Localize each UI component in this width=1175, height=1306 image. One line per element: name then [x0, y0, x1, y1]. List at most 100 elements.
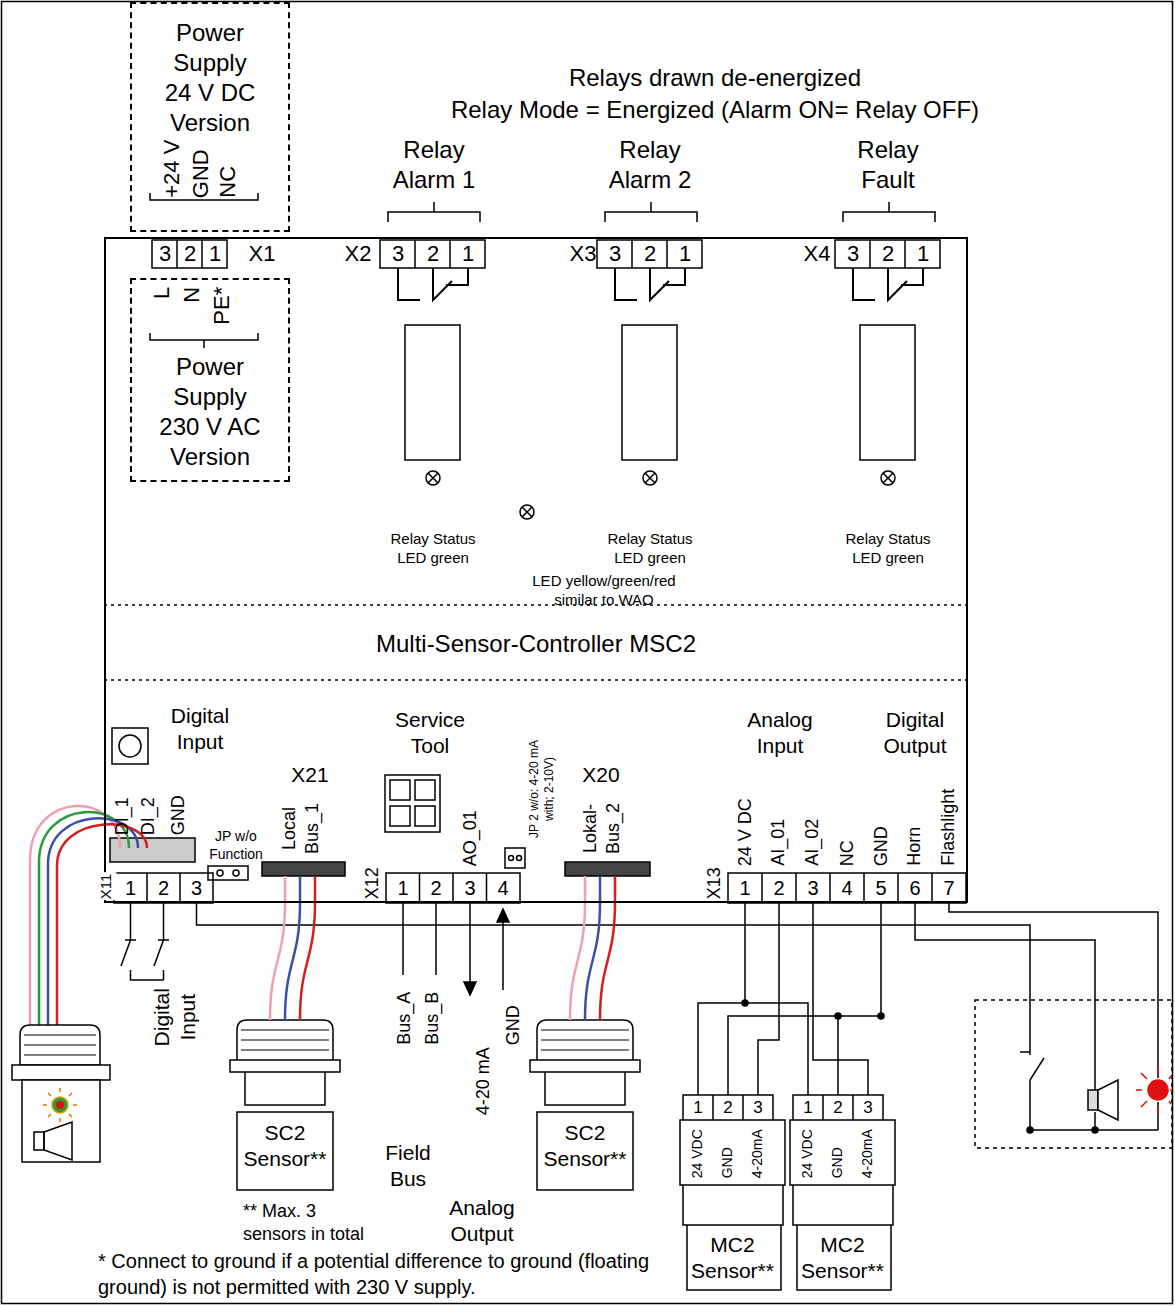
diagram-label: 3 [159, 240, 171, 268]
diagram-label: AI_01 [768, 819, 791, 866]
diagram-label: X11 [98, 872, 117, 900]
sensor-cable [270, 902, 315, 1020]
diagram-label: 2 [882, 240, 894, 268]
diagram-label: Digital Input [150, 703, 250, 756]
diagram-label: 3 [464, 876, 475, 901]
diagram-label: 1 [462, 240, 474, 268]
power-terminals [150, 193, 258, 348]
diagram-label: NC [214, 166, 242, 198]
diagram-label: Relays drawn de-energized [569, 63, 861, 93]
diagram-label: 1 [397, 876, 408, 901]
diagram-label: 1 [917, 240, 929, 268]
sensor-box: MC2 Sensor** [790, 1095, 895, 1290]
diagram-label: PE* [208, 287, 236, 325]
diagram-label: 1 [739, 876, 750, 901]
sensor-box: SC2 Sensor** [237, 1020, 333, 1190]
diagram-label: 3 [609, 240, 621, 268]
sensor-cable [813, 902, 868, 1095]
diagram-label: X12 [361, 866, 384, 900]
diagram-label: GND [502, 1005, 525, 1045]
diagram-label: X4 [804, 240, 831, 268]
diagram-label: JP 2 w/o: 4-20 mA with; 2-10V) [527, 735, 557, 843]
diagram-label: X1 [249, 240, 276, 268]
diagram-label: 3 [847, 240, 859, 268]
section-divider [104, 605, 968, 680]
diagram-label: 2 [430, 876, 441, 901]
wire [600, 902, 615, 1020]
diagram-label: AO_01 [459, 810, 482, 866]
diagram-label: Relay Fault [843, 135, 933, 195]
diagram-label: X20 [582, 762, 619, 788]
cable-stubs [285, 876, 615, 903]
diagram-label: 3 [191, 876, 202, 901]
node-text: MC2 Sensor** [687, 1232, 779, 1285]
sensor-box: MC2 Sensor** [680, 1095, 785, 1290]
diagram-label: N [178, 287, 206, 303]
diagram-label: Bus_A [394, 992, 417, 1045]
diagram-label: GND [870, 826, 893, 866]
sensor-box: SC2 Sensor** [537, 1020, 633, 1190]
bottom-connectors [110, 728, 966, 903]
diagram-label: 7 [943, 876, 954, 901]
diagram-label: L [148, 287, 176, 299]
diagram-label: 4-20 mA [472, 1047, 495, 1115]
node-text: SC2 Sensor** [539, 1120, 631, 1173]
diagram-label: 1 [125, 876, 136, 901]
diagram-label: 1 [679, 240, 691, 268]
diagram-label: NC [836, 840, 859, 866]
diagram-label: Analog Output [437, 1195, 527, 1248]
diagram-label: 2 [833, 1097, 842, 1118]
diagram-label: 1 [693, 1097, 702, 1118]
diagram-label: +24 V [158, 140, 186, 198]
diagram-label: Relay Alarm 1 [389, 135, 479, 195]
diagram-label: Local Bus_1 [278, 798, 323, 858]
diagram-label: 2 [158, 876, 169, 901]
diagram-label: 1 [803, 1097, 812, 1118]
diagram-label: 3 [392, 240, 404, 268]
wire [285, 902, 300, 1020]
diagram-label: Bus_B [422, 992, 445, 1045]
diagram-label: Field Bus [378, 1140, 438, 1193]
horn-beacon [12, 806, 147, 1162]
wire [585, 902, 600, 1020]
diagram-label: X21 [291, 762, 328, 788]
diagram-label: DI_2 [137, 797, 160, 835]
diagram-label: 4 [841, 876, 852, 901]
diagram-label: GND [167, 795, 190, 835]
diagram-label: 2 [427, 240, 439, 268]
diagram-label: X2 [345, 240, 372, 268]
diagram-label: Relay Status LED green [383, 530, 483, 568]
diagram-label: Relay Status LED green [838, 530, 938, 568]
diagram-label: Service Tool [390, 707, 470, 760]
node-text: Power Supply 230 V AC Version [155, 352, 265, 472]
diagram-label: X13 [703, 866, 726, 900]
diagram-label: 2 [723, 1097, 732, 1118]
diagram-label: 2 [184, 240, 196, 268]
node-text: Multi-Sensor-Controller MSC2 [276, 629, 796, 659]
node-text: MC2 Sensor** [797, 1232, 889, 1285]
diagram-label: 6 [909, 876, 920, 901]
relays [380, 202, 940, 519]
diagram-label: GND [186, 149, 214, 198]
diagram-label: 2 [644, 240, 656, 268]
diagram-label: Analog Input [740, 707, 820, 760]
diagram-label: LED yellow/green/red similar to WAO [519, 572, 689, 610]
diagram-label: 3 [863, 1097, 872, 1118]
diagram-label: X3 [570, 240, 597, 268]
diagram-label: GND [719, 1147, 737, 1178]
diagram-label: * Connect to ground if a potential diffe… [98, 1248, 698, 1300]
diagram-label: JP w/o Function [201, 828, 271, 863]
sensor-cable [570, 902, 615, 1020]
diagram-label: ** Max. 3 sensors in total [243, 1200, 373, 1247]
diagram-label: 24 VDC [689, 1129, 707, 1178]
sensor-cable [758, 902, 779, 1095]
diagram-label: 1 [209, 240, 221, 268]
diagram-label: 5 [875, 876, 886, 901]
node-text: SC2 Sensor** [239, 1120, 331, 1173]
wire [758, 902, 779, 1095]
diagram-label: 24 VDC [799, 1129, 817, 1178]
wire [300, 902, 315, 1020]
wire [270, 902, 285, 1020]
diagram-label: Relay Mode = Energized (Alarm ON= Relay … [451, 95, 979, 125]
